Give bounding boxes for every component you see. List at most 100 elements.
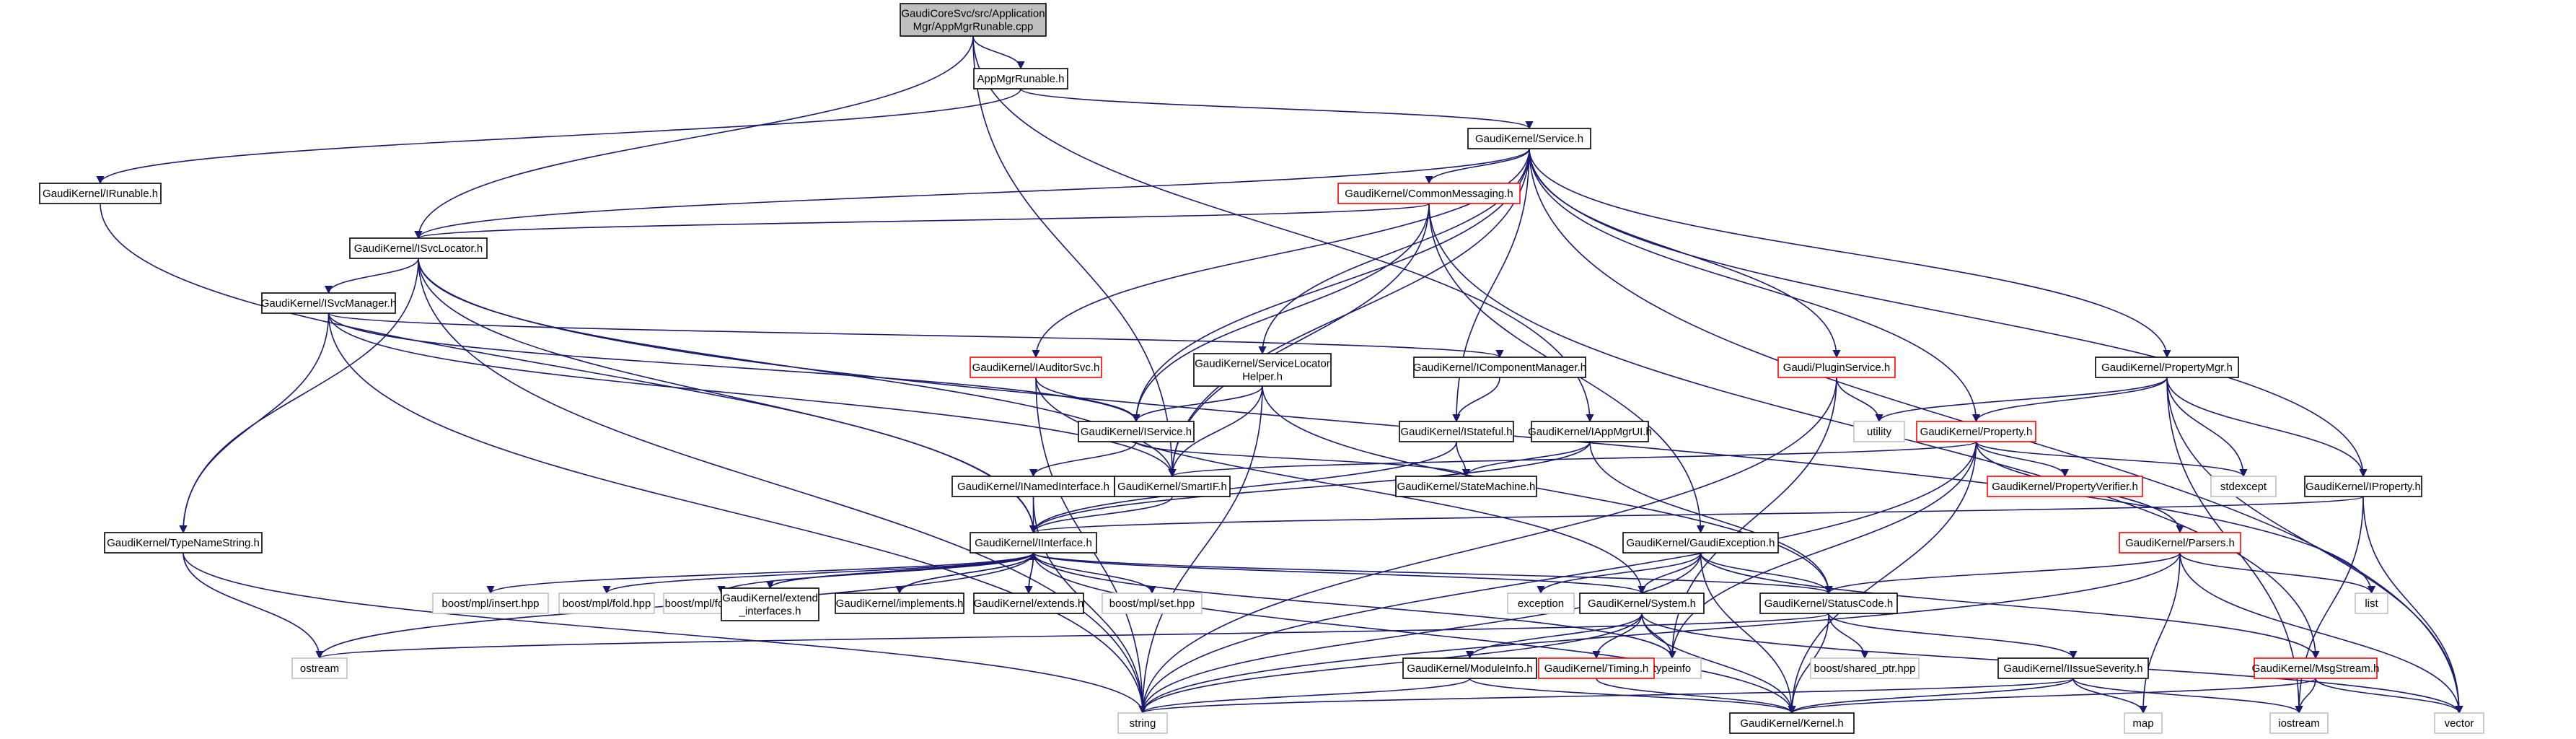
- node-label: GaudiCoreSvc/src/Application: [901, 8, 1045, 20]
- node-label: stdexcept: [2220, 481, 2267, 493]
- node-label: GaudiKernel/TypeNameString.h: [107, 537, 260, 549]
- edge-isvcmanager-to-typenamestring: [179, 312, 330, 534]
- node-msgstream[interactable]: GaudiKernel/MsgStream.h: [2252, 657, 2380, 679]
- edge-iissueseverity-to-iostream: [2072, 678, 2303, 714]
- node-label: vector: [2445, 717, 2474, 730]
- node-moduleinfo[interactable]: GaudiKernel/ModuleInfo.h: [1402, 657, 1537, 679]
- node-label: utility: [1867, 426, 1892, 438]
- node-label: GaudiKernel/StateMachine.h: [1397, 481, 1536, 493]
- node-label: string: [1130, 717, 1156, 730]
- node-label: GaudiKernel/MsgStream.h: [2252, 663, 2380, 675]
- node-label: boost/mpl/fold.hpp: [563, 598, 651, 610]
- node-gaudiexception[interactable]: GaudiKernel/GaudiException.h: [1622, 532, 1779, 554]
- node-label: Helper.h: [1242, 371, 1283, 383]
- node-icomponentmanager[interactable]: GaudiKernel/IComponentManager.h: [1413, 357, 1586, 378]
- node-box-commonmessaging: [1337, 183, 1521, 204]
- node-label: GaudiKernel/Service.h: [1475, 133, 1583, 145]
- node-timing[interactable]: GaudiKernel/Timing.h: [1538, 657, 1655, 679]
- edge-statuscode-to-iissueseverity: [1828, 613, 2078, 660]
- edge-root-to-smartif: [972, 35, 1177, 478]
- node-map: map: [2124, 712, 2163, 734]
- node-label: iostream: [2278, 717, 2320, 730]
- node-label: GaudiKernel/PropertyVerifier.h: [1992, 481, 2138, 493]
- node-extends[interactable]: GaudiKernel/extends.h: [973, 592, 1084, 614]
- node-iissueseverity[interactable]: GaudiKernel/IIssueSeverity.h: [1997, 657, 2149, 679]
- node-root[interactable]: GaudiCoreSvc/src/ApplicationMgr/AppMgrRu…: [900, 3, 1047, 37]
- node-implements[interactable]: GaudiKernel/implements.h: [835, 592, 964, 614]
- edge-property-to-propertyverifier: [1975, 441, 2070, 478]
- edge-isvclocator-to-isvcmanager: [324, 258, 419, 294]
- edge-statuscode-to-ostream: [316, 613, 1829, 660]
- node-typenamestring[interactable]: GaudiKernel/TypeNameString.h: [104, 532, 263, 554]
- node-smartif[interactable]: GaudiKernel/SmartIF.h: [1114, 476, 1231, 497]
- node-iappmgrui[interactable]: GaudiKernel/IAppMgrUI.h: [1528, 421, 1652, 442]
- node-box-list: [2355, 592, 2388, 614]
- node-statuscode[interactable]: GaudiKernel/StatusCode.h: [1759, 592, 1898, 614]
- edge-system-to-kernel: [1641, 613, 1796, 714]
- node-box-irunable: [39, 183, 162, 204]
- node-label: ostream: [300, 663, 339, 675]
- node-label: GaudiKernel/extend: [722, 592, 818, 605]
- node-propertymgr[interactable]: GaudiKernel/PropertyMgr.h: [2095, 357, 2239, 378]
- edge-msgstream-to-iostream: [2295, 678, 2316, 714]
- node-pluginservice[interactable]: Gaudi/PluginService.h: [1777, 357, 1896, 378]
- node-irunable[interactable]: GaudiKernel/IRunable.h: [39, 183, 162, 204]
- node-box-extends: [973, 592, 1084, 614]
- node-iproperty[interactable]: GaudiKernel/IProperty.h: [2304, 476, 2422, 497]
- node-statemachine[interactable]: GaudiKernel/StateMachine.h: [1395, 476, 1537, 497]
- edge-iauditorsvc-to-iservice: [1035, 377, 1140, 423]
- edge-root-to-appmgrrunable: [972, 35, 1025, 70]
- node-label: GaudiKernel/Property.h: [1920, 426, 2033, 438]
- node-iinterface[interactable]: GaudiKernel/IInterface.h: [970, 532, 1097, 554]
- node-exception: exception: [1507, 592, 1575, 614]
- node-system[interactable]: GaudiKernel/System.h: [1579, 592, 1705, 614]
- node-appmgrrunable[interactable]: AppMgrRunable.h: [973, 68, 1068, 89]
- node-label: GaudiKernel/implements.h: [836, 598, 964, 610]
- node-stdexcept: stdexcept: [2210, 476, 2277, 497]
- node-propertyverifier[interactable]: GaudiKernel/PropertyVerifier.h: [1987, 476, 2143, 497]
- node-box-service: [1467, 128, 1591, 149]
- node-commonmessaging[interactable]: GaudiKernel/CommonMessaging.h: [1337, 183, 1521, 204]
- node-inamedinterface[interactable]: GaudiKernel/INamedInterface.h: [951, 476, 1115, 497]
- node-label: GaudiKernel/CommonMessaging.h: [1345, 188, 1513, 200]
- node-extendinterfaces[interactable]: GaudiKernel/extend_interfaces.h: [721, 587, 819, 621]
- edge-isvclocator-to-iinterface: [418, 258, 1038, 534]
- edge-pluginservice-to-utility: [1836, 377, 1883, 423]
- edge-istateful-to-iinterface: [1029, 441, 1457, 534]
- node-iservice[interactable]: GaudiKernel/IService.h: [1078, 421, 1195, 442]
- node-label: GaudiKernel/IAuditorSvc.h: [972, 362, 1100, 374]
- node-property[interactable]: GaudiKernel/Property.h: [1916, 421, 2036, 442]
- edge-typenamestring-to-string: [183, 552, 1147, 714]
- edge-propertymgr-to-property: [1971, 377, 2168, 423]
- edge-timing-to-kernel: [1596, 678, 1796, 714]
- node-label: boost/shared_ptr.hpp: [1814, 663, 1916, 675]
- node-label: GaudiKernel/Kernel.h: [1740, 717, 1843, 730]
- node-isvclocator[interactable]: GaudiKernel/ISvcLocator.h: [349, 237, 488, 259]
- node-box-utility: [1853, 421, 1905, 442]
- edge-iproperty-to-iostream: [2295, 496, 2364, 714]
- node-label: list: [2365, 598, 2378, 610]
- node-istateful[interactable]: GaudiKernel/IStateful.h: [1399, 421, 1514, 442]
- edge-icomponentmanager-to-istateful: [1452, 377, 1500, 423]
- node-service[interactable]: GaudiKernel/Service.h: [1467, 128, 1591, 149]
- node-isvcmanager[interactable]: GaudiKernel/ISvcManager.h: [261, 292, 397, 314]
- node-box-mplset: [1102, 592, 1203, 614]
- node-label: GaudiKernel/SmartIF.h: [1117, 481, 1227, 493]
- edge-isvclocator-to-list: [418, 258, 2375, 595]
- edge-servicelocatorhelper-to-statuscode: [1262, 385, 1833, 595]
- node-iauditorsvc[interactable]: GaudiKernel/IAuditorSvc.h: [970, 357, 1102, 378]
- node-label: boost/mpl/set.hpp: [1109, 598, 1195, 610]
- node-kernel[interactable]: GaudiKernel/Kernel.h: [1729, 712, 1855, 734]
- node-label: GaudiKernel/IIssueSeverity.h: [2003, 663, 2142, 675]
- node-label: Gaudi/PluginService.h: [1783, 362, 1890, 374]
- edge-iinterface-to-mplfold: [602, 552, 1034, 595]
- edge-servicelocatorhelper-to-iservice: [1132, 385, 1263, 423]
- node-parsers[interactable]: GaudiKernel/Parsers.h: [2119, 532, 2241, 554]
- edge-parsers-to-statuscode: [1824, 552, 2181, 595]
- edge-iservice-to-statemachine: [1135, 441, 1470, 478]
- edge-isvcmanager-to-string: [328, 312, 1147, 714]
- edge-isvcmanager-to-iservice: [328, 312, 1140, 423]
- node-box-kernel: [1729, 712, 1855, 734]
- node-sharedptr: boost/shared_ptr.hpp: [1810, 657, 1920, 679]
